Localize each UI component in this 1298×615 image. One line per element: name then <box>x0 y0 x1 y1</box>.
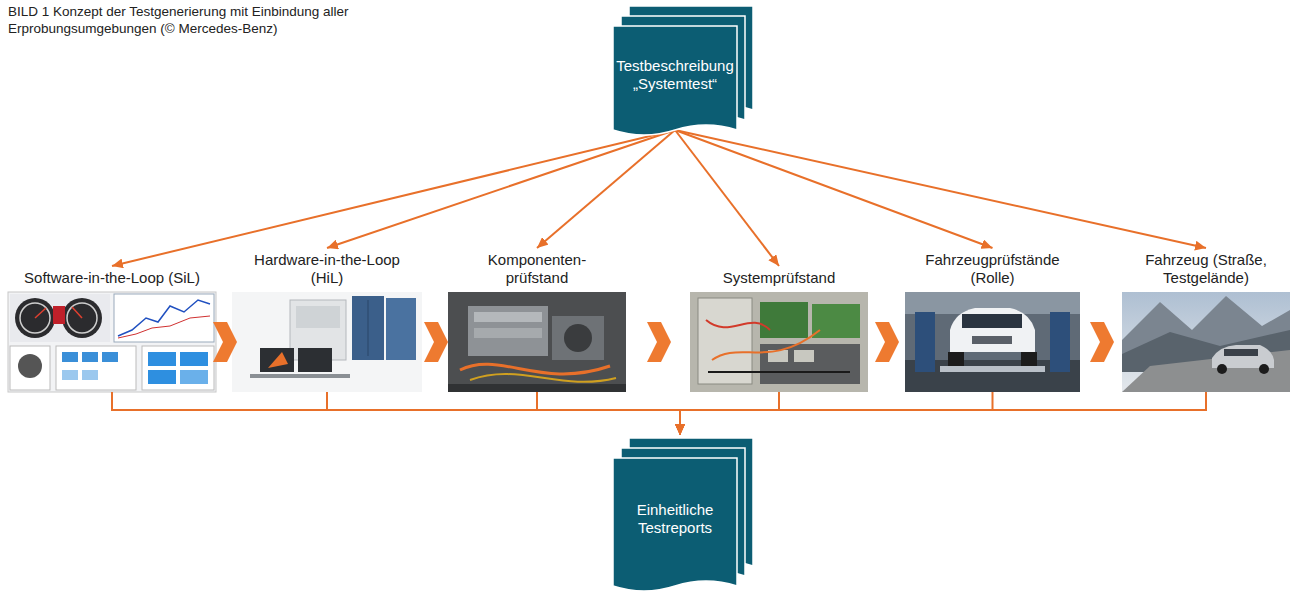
test-environment: Software-in-the-Loop (SiL) <box>8 269 216 392</box>
stage-label-block: Fahrzeugprüfstände (Rolle) <box>913 251 1073 287</box>
connector-arrow <box>680 392 993 435</box>
document-label: Testbeschreibung „Systemtest“ <box>613 57 737 93</box>
connector-arrow <box>112 130 675 266</box>
hil-photo <box>232 292 422 392</box>
stage-label-block: Hardware-in-the-Loop (HiL) <box>239 251 415 287</box>
chevron <box>213 322 237 362</box>
stage-label: Fahrzeugprüfstände (Rolle) <box>913 251 1073 287</box>
connector-arrow <box>537 130 675 248</box>
connector-arrow <box>327 130 675 248</box>
stage-label: Hardware-in-the-Loop (HiL) <box>239 251 415 287</box>
stage-label: Systemprüfstand <box>699 269 859 287</box>
connector-arrow <box>112 392 680 435</box>
sil-screenshot <box>8 292 216 392</box>
chevron <box>424 322 448 362</box>
test-environment: Hardware-in-the-Loop (HiL) <box>232 251 422 392</box>
stage-label-block: Systemprüfstand <box>699 269 859 287</box>
chevron <box>647 322 671 362</box>
test-environment: Fahrzeugprüfstände (Rolle) <box>905 251 1080 392</box>
component-test-bench-photo <box>448 292 626 392</box>
chevron <box>875 322 899 362</box>
document-stack: Testbeschreibung „Systemtest“ <box>605 4 755 140</box>
figure-caption: BILD 1 Konzept der Testgenerierung mit E… <box>8 4 393 38</box>
document-text-area: Einheitliche Testreports <box>613 458 737 580</box>
stage-label-block: Software-in-the-Loop (SiL) <box>22 269 202 287</box>
test-environment: Fahrzeug (Straße, Testgelände) <box>1122 251 1290 392</box>
stage-label-block: Fahrzeug (Straße, Testgelände) <box>1122 251 1290 287</box>
stage-label: Komponenten- prüfstand <box>477 251 597 287</box>
stage-label: Software-in-the-Loop (SiL) <box>22 269 202 287</box>
sequence-chevrons <box>213 322 1114 362</box>
document-sheet <box>613 26 737 135</box>
vehicle-dyno-photo <box>905 292 1080 392</box>
vehicle-road-photo <box>1122 292 1290 392</box>
connector-arrow <box>327 392 680 435</box>
document-sheet <box>613 458 737 591</box>
test-environment: Systemprüfstand <box>690 269 868 392</box>
stage-label: Fahrzeug (Straße, Testgelände) <box>1122 251 1290 287</box>
connector-arrow <box>680 392 1206 435</box>
connector-arrow <box>675 130 1206 248</box>
connector-arrow <box>537 392 680 435</box>
document-label: Einheitliche Testreports <box>613 501 737 537</box>
chevron <box>1090 322 1114 362</box>
stage-label-block: Komponenten- prüfstand <box>477 251 597 287</box>
document-text-area: Testbeschreibung „Systemtest“ <box>613 26 737 124</box>
test-environment: Komponenten- prüfstand <box>448 251 626 392</box>
connector-arrow <box>680 392 779 435</box>
document-stack: Einheitliche Testreports <box>605 436 755 596</box>
system-test-bench-photo <box>690 292 868 392</box>
